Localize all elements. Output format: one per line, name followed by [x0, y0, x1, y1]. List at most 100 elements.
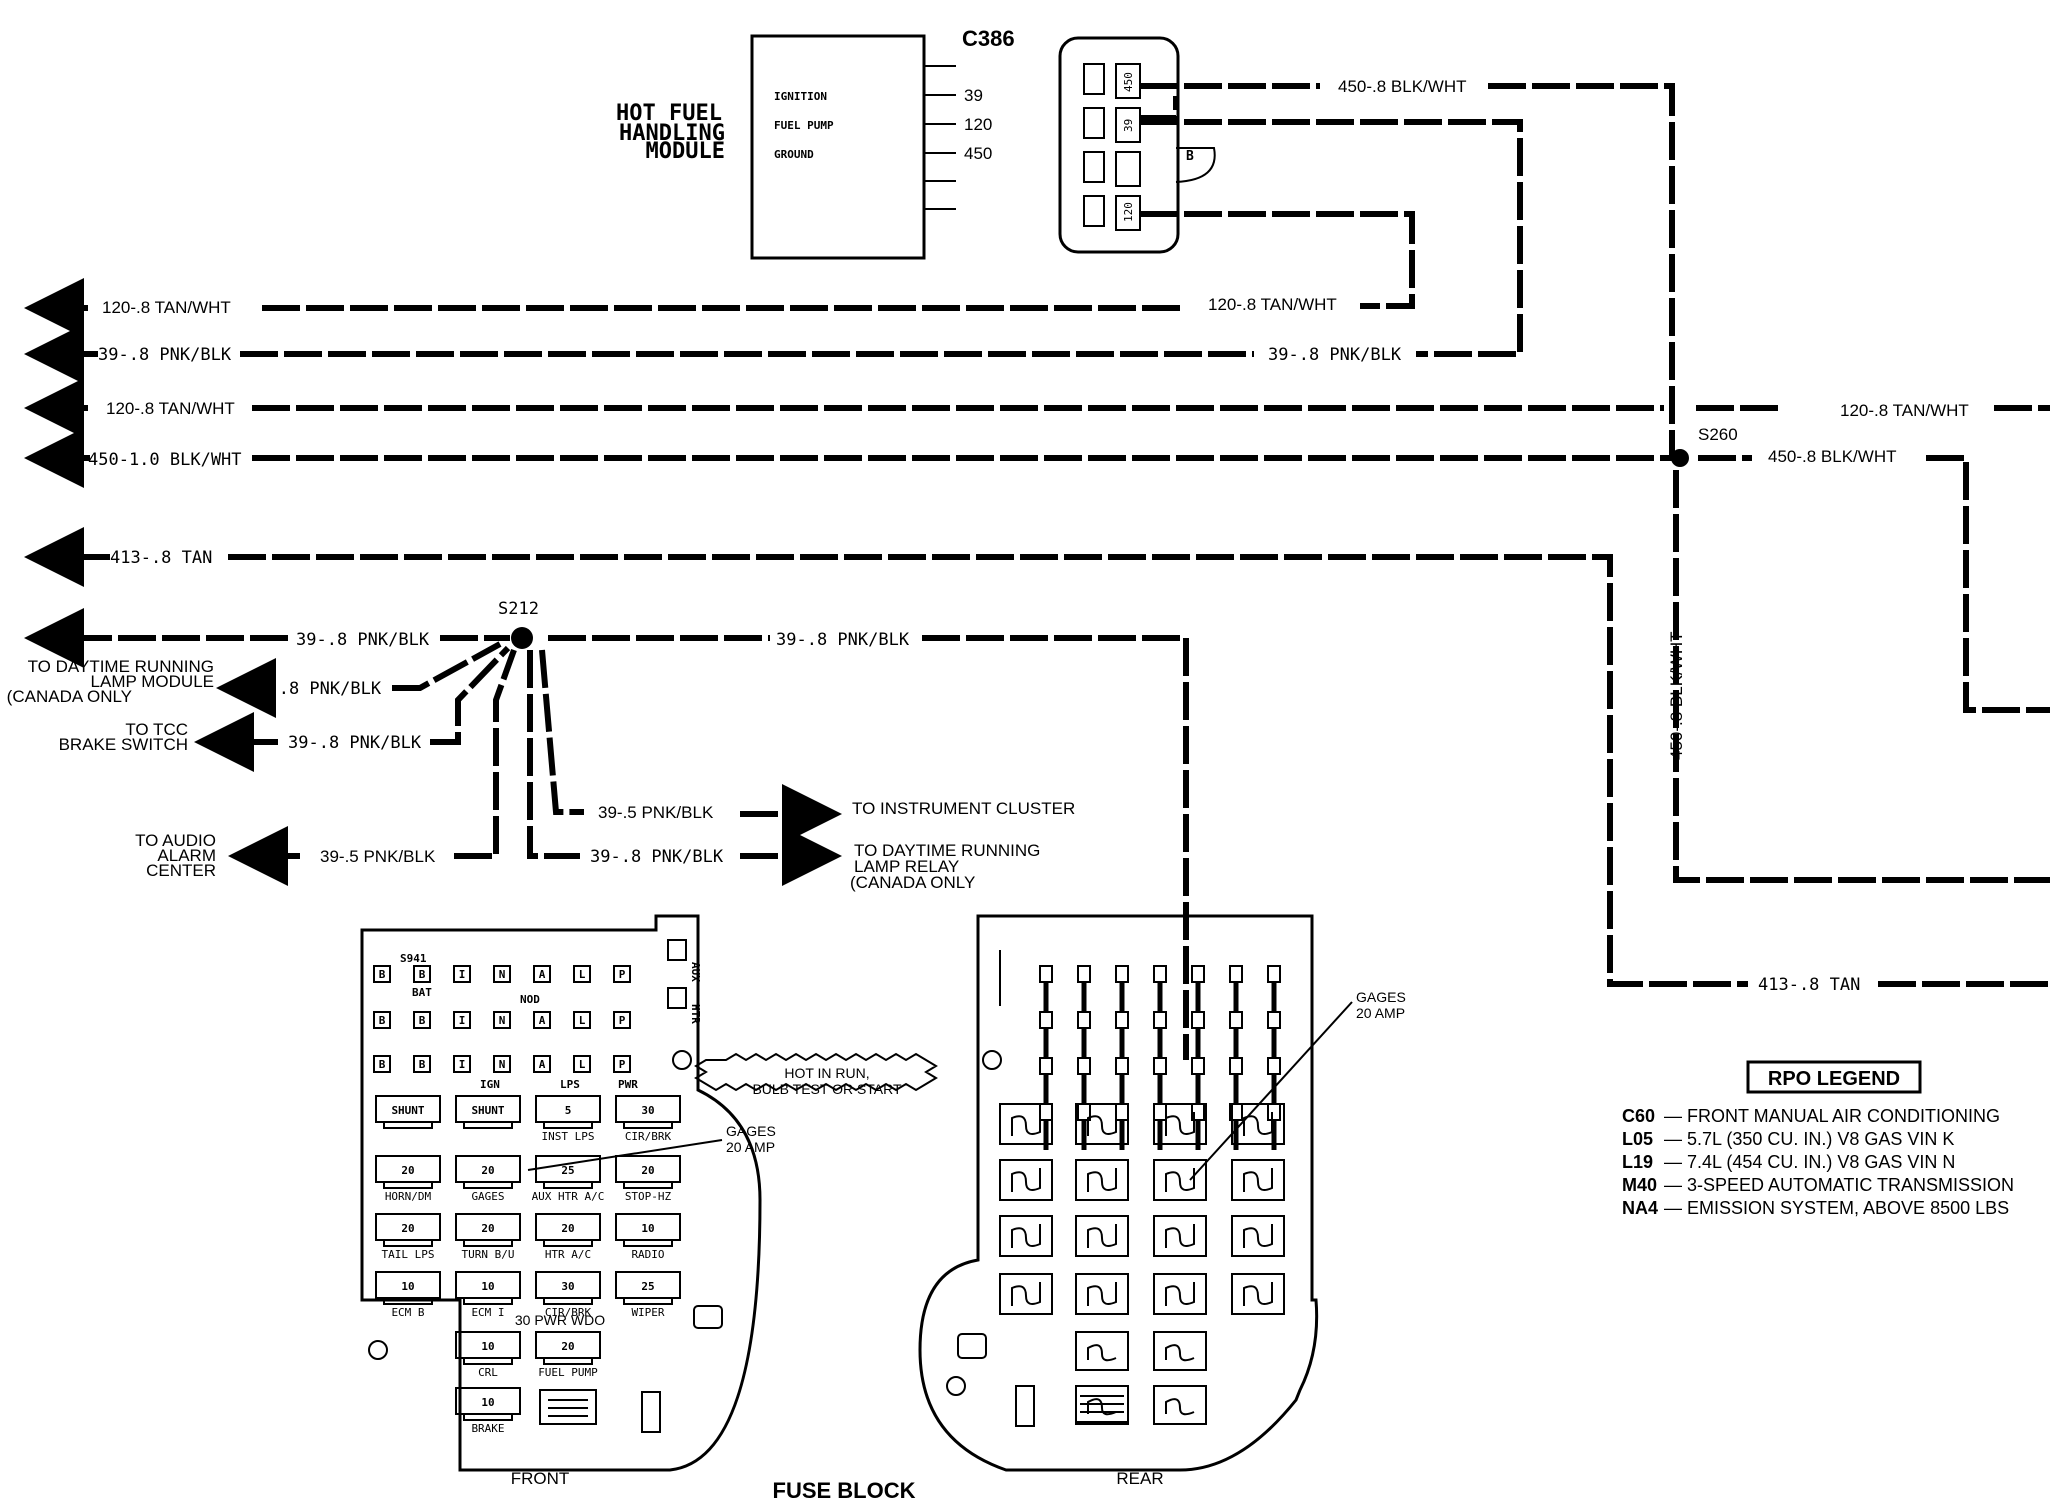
rear-terminal	[1153, 1103, 1207, 1145]
wire3-right-label: 120-.8 TAN/WHT	[1840, 401, 1969, 420]
front-label: FRONT	[511, 1469, 570, 1488]
rear-terminal	[999, 1273, 1053, 1315]
fuse-htr: HTR	[689, 1004, 702, 1024]
legend-text: — 3-SPEED AUTOMATIC TRANSMISSION	[1664, 1175, 2014, 1195]
rear-terminal	[1231, 1215, 1285, 1257]
relay-letter: N	[499, 1014, 506, 1027]
legend-text: — FRONT MANUAL AIR CONDITIONING	[1664, 1106, 2000, 1126]
rear-terminal	[1153, 1273, 1207, 1315]
pin-num-39: 39	[964, 86, 983, 105]
tcc-dest-1: TO TCC	[125, 720, 188, 739]
rear-terminal	[1075, 1159, 1129, 1201]
fuse-label: HTR A/C	[545, 1248, 591, 1261]
drl-module-dest-2: LAMP MODULE	[91, 672, 214, 691]
fuse-amp: 20	[401, 1222, 414, 1235]
hot-note-1: HOT IN RUN,	[784, 1065, 869, 1081]
legend-code: L19	[1622, 1152, 1653, 1172]
relay-slot: B	[413, 1055, 431, 1073]
fuse-nod: NOD	[520, 993, 540, 1006]
fuse-amp: 20	[561, 1222, 574, 1235]
wire2-left-label: 39-.8 PNK/BLK	[98, 345, 232, 365]
splice-s260	[1671, 449, 1689, 467]
pwr-wdo-label: 30 PWR WDO	[515, 1312, 605, 1328]
fuse-label: RADIO	[631, 1248, 664, 1261]
fuse-ign: IGN	[480, 1078, 500, 1091]
gages-front-2: 20 AMP	[726, 1139, 775, 1155]
legend-text: — 5.7L (350 CU. IN.) V8 GAS VIN K	[1664, 1129, 1954, 1149]
relay-letter: I	[459, 1014, 466, 1027]
drl-module-wire-label: 39-.8 PNK/BLK	[248, 679, 382, 699]
drl-relay-dest-3: (CANADA ONLY	[850, 873, 975, 892]
rear-terminal	[1153, 1331, 1207, 1371]
rear-terminal	[1075, 1331, 1129, 1371]
wire5-right-label: 413-.8 TAN	[1758, 975, 1860, 995]
hot-note-2: BULB TEST OR START	[752, 1081, 902, 1097]
fuse-s941: S941	[400, 952, 427, 965]
relay-letter: B	[379, 1058, 386, 1071]
rear-terminal	[999, 1103, 1053, 1145]
rear-terminal	[1153, 1215, 1207, 1257]
legend-text: — 7.4L (454 CU. IN.) V8 GAS VIN N	[1664, 1152, 1955, 1172]
relay-letter: I	[459, 968, 466, 981]
fuse-amp: 25	[641, 1280, 654, 1293]
fuel-module: HOT FUEL HANDLING MODULE IGNITION FUEL P…	[616, 26, 1015, 260]
fuse-label: TAIL LPS	[382, 1248, 435, 1261]
fuse-amp: 30	[561, 1280, 574, 1293]
legend-code: L05	[1622, 1129, 1653, 1149]
s212-right-label: 39-.8 PNK/BLK	[776, 630, 910, 650]
connector-id: C386	[962, 26, 1015, 51]
fuse-amp: SHUNT	[471, 1104, 504, 1117]
legend-item: NA4 — EMISSION SYSTEM, ABOVE 8500 LBS	[1622, 1198, 2009, 1218]
relay-slot: I	[453, 1011, 471, 1029]
splice-s212-label: S212	[498, 599, 539, 619]
fuse-pwr: PWR	[618, 1078, 638, 1091]
fuse-block-rear: REAR GAGES 20 AMP	[918, 914, 1406, 1488]
pin-name-fuel-pump: FUEL PUMP	[774, 119, 834, 132]
rear-label: REAR	[1116, 1469, 1163, 1488]
cluster-dest: TO INSTRUMENT CLUSTER	[852, 799, 1075, 818]
fuse-amp: 20	[481, 1222, 494, 1235]
rear-terminal	[1075, 1215, 1129, 1257]
s212-network: S212 39-.8 PNK/BLK 39-.8 PNK/BLK 39-.8 P…	[7, 599, 1189, 1060]
drl-relay-wire-label: 39-.8 PNK/BLK	[590, 847, 724, 867]
cluster-wire-label: 39-.5 PNK/BLK	[598, 803, 714, 822]
relay-letter: L	[579, 1014, 586, 1027]
fuse-amp: 10	[401, 1280, 414, 1293]
relay-slot: I	[453, 1055, 471, 1073]
legend-item: L05 — 5.7L (350 CU. IN.) V8 GAS VIN K	[1622, 1129, 1954, 1149]
fuse-label: FUEL PUMP	[538, 1366, 598, 1379]
relay-slot: N	[493, 1055, 511, 1073]
wire3-left-label: 120-.8 TAN/WHT	[106, 399, 235, 418]
fuse-label: INST LPS	[542, 1130, 595, 1143]
audio-dest-1: TO AUDIO	[135, 831, 216, 850]
fuse-label: HORN/DM	[385, 1190, 432, 1203]
pin-name-ground: GROUND	[774, 148, 814, 161]
fuse-aux: AUX	[689, 962, 702, 982]
audio-dest-2: ALARM	[157, 846, 216, 865]
fuse-amp: 5	[565, 1104, 572, 1117]
fuse-label: ECM B	[391, 1306, 424, 1319]
relay-slot: A	[533, 1055, 551, 1073]
relay-letter: B	[379, 968, 386, 981]
tcc-dest-2: BRAKE SWITCH	[59, 735, 188, 754]
relay-slot: L	[573, 1011, 591, 1029]
legend-item: L19 — 7.4L (454 CU. IN.) V8 GAS VIN N	[1622, 1152, 1955, 1172]
legend-code: C60	[1622, 1106, 1655, 1126]
drl-module-dest-3: (CANADA ONLY	[7, 687, 132, 706]
wire-top-label: 450-.8 BLK/WHT	[1338, 77, 1467, 96]
relay-slot: B	[373, 1055, 391, 1073]
relay-slot: B	[413, 1011, 431, 1029]
fuse-amp: 10	[641, 1222, 654, 1235]
drl-module-dest-1: TO DAYTIME RUNNING	[28, 657, 214, 676]
fuse-label: AUX HTR A/C	[532, 1190, 605, 1203]
